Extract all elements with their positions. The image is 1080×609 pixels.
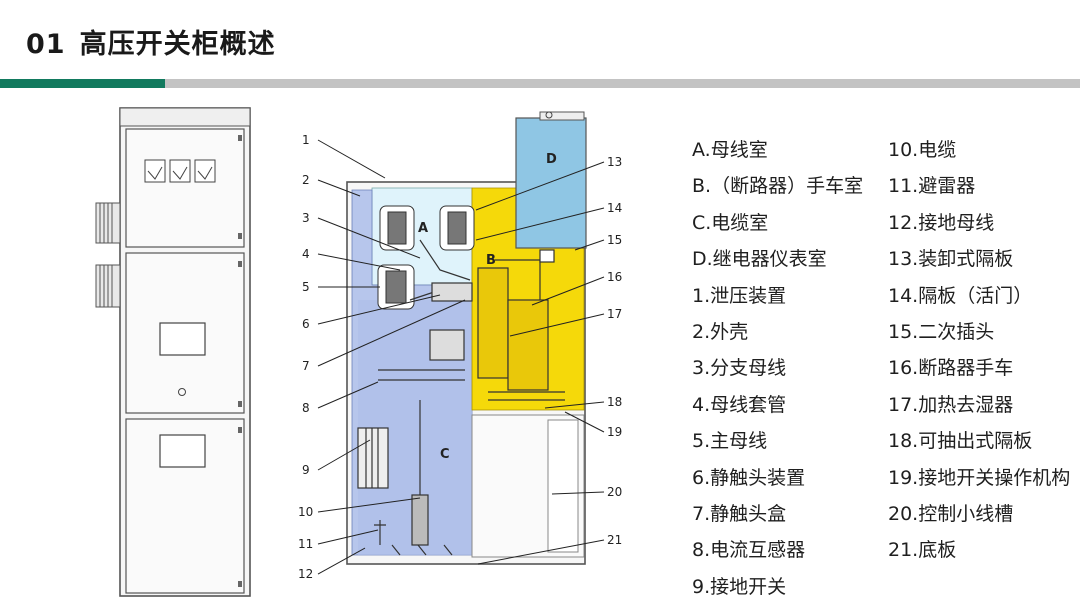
- callout-5: 5: [302, 280, 310, 294]
- legend-item: 7.静触头盒: [692, 502, 787, 525]
- legend-item: 21.底板: [888, 539, 957, 562]
- legend-item: 15.二次插头: [888, 320, 995, 343]
- legend-item: 6.静触头装置: [692, 466, 806, 489]
- callout-14: 14: [607, 201, 622, 215]
- legend-item: 10.电缆: [888, 139, 957, 161]
- callout-numbers-right: 13 14 15 16 17 18 19 20 21: [607, 155, 622, 547]
- door-handle: [178, 388, 186, 396]
- legend-item: 8.电流互感器: [692, 539, 806, 562]
- legend-item: 17.加热去湿器: [888, 393, 1014, 416]
- callout-20: 20: [607, 485, 622, 499]
- legend-item: B.（断路器）手车室: [692, 175, 864, 198]
- instrument-door: [125, 128, 245, 248]
- legend-item: 20.控制小线槽: [888, 502, 1014, 525]
- callout-9: 9: [302, 463, 310, 477]
- side-bushings: [95, 202, 121, 308]
- room-label-b: B: [486, 253, 496, 268]
- relay-top-cover: [539, 111, 585, 121]
- callout-21: 21: [607, 533, 622, 547]
- section-title: 高压开关柜概述: [79, 29, 276, 60]
- room-c-inner: [358, 300, 472, 555]
- meter-needles: [147, 166, 213, 180]
- callout-numbers-left: 1 2 3 4 5 6 7 8 9 10 11 12: [298, 133, 313, 581]
- callout-15: 15: [607, 233, 622, 247]
- leader-lines: [317, 139, 605, 575]
- breaker-window: [159, 322, 206, 356]
- legend-item: 9.接地开关: [692, 575, 787, 598]
- callout-8: 8: [302, 401, 310, 415]
- legend-item: 1.泄压装置: [692, 284, 787, 307]
- cabinet-front-view: [95, 107, 251, 597]
- callout-6: 6: [302, 317, 310, 331]
- legend-item: 12.接地母线: [888, 211, 995, 234]
- switchgear-section-diagram: A B C D 1 2 3 4 5 6 7 8 9 10: [298, 111, 622, 581]
- title-accent-bar: [0, 79, 165, 88]
- callout-10: 10: [298, 505, 313, 519]
- relay-bolt: [545, 111, 553, 119]
- callout-7: 7: [302, 359, 310, 373]
- meter-1: [144, 159, 166, 183]
- legend-item: 13.装卸式隔板: [888, 248, 1014, 271]
- callout-19: 19: [607, 425, 622, 439]
- meter-2: [169, 159, 191, 183]
- legend-item: 18.可抽出式隔板: [888, 430, 1033, 453]
- room-label-a: A: [418, 221, 428, 236]
- legend-item: 11.避雷器: [888, 175, 976, 198]
- callout-4: 4: [302, 247, 310, 261]
- legend-item: 3.分支母线: [692, 357, 787, 380]
- breaker-parts: [409, 239, 565, 401]
- callout-16: 16: [607, 270, 622, 284]
- section-number: 01: [26, 29, 66, 60]
- cable-window: [159, 434, 206, 468]
- legend-item: 16.断路器手车: [888, 357, 1014, 380]
- legend-item: 14.隔板（活门）: [888, 284, 1033, 307]
- legend-item: 19.接地开关操作机构: [888, 466, 1071, 489]
- legend-item: C.电缆室: [692, 211, 769, 234]
- legend-item: D.继电器仪表室: [692, 248, 827, 271]
- callout-12: 12: [298, 567, 313, 581]
- hinge-marks: [238, 135, 242, 587]
- legend-item: 4.母线套管: [692, 393, 787, 416]
- legend-item: 5.主母线: [692, 430, 768, 453]
- room-d-relay: [515, 117, 587, 249]
- page-title: 01 高压开关柜概述: [26, 22, 276, 61]
- legend-item: A.母线室: [692, 139, 768, 161]
- callout-13: 13: [607, 155, 622, 169]
- callout-18: 18: [607, 395, 622, 409]
- legend-item: 2.外壳: [692, 320, 749, 343]
- callout-3: 3: [302, 211, 310, 225]
- wiring-channel: [547, 419, 579, 553]
- top-band: [119, 107, 251, 127]
- callout-2: 2: [302, 173, 310, 187]
- title-rule: [165, 79, 1080, 88]
- meter-3: [194, 159, 216, 183]
- legend-column-1: A.母线室 B.（断路器）手车室 C.电缆室 D.继电器仪表室 1.泄压装置 2…: [692, 136, 863, 609]
- busbar-bushings: [377, 205, 475, 310]
- room-label-c: C: [440, 447, 450, 462]
- callout-17: 17: [607, 307, 622, 321]
- room-label-d: D: [546, 152, 557, 167]
- callout-11: 11: [298, 537, 313, 551]
- callout-1: 1: [302, 133, 310, 147]
- cable-room-parts: [357, 329, 465, 556]
- legend-column-2: 10.电缆 11.避雷器 12.接地母线 13.装卸式隔板 14.隔板（活门） …: [888, 136, 1070, 573]
